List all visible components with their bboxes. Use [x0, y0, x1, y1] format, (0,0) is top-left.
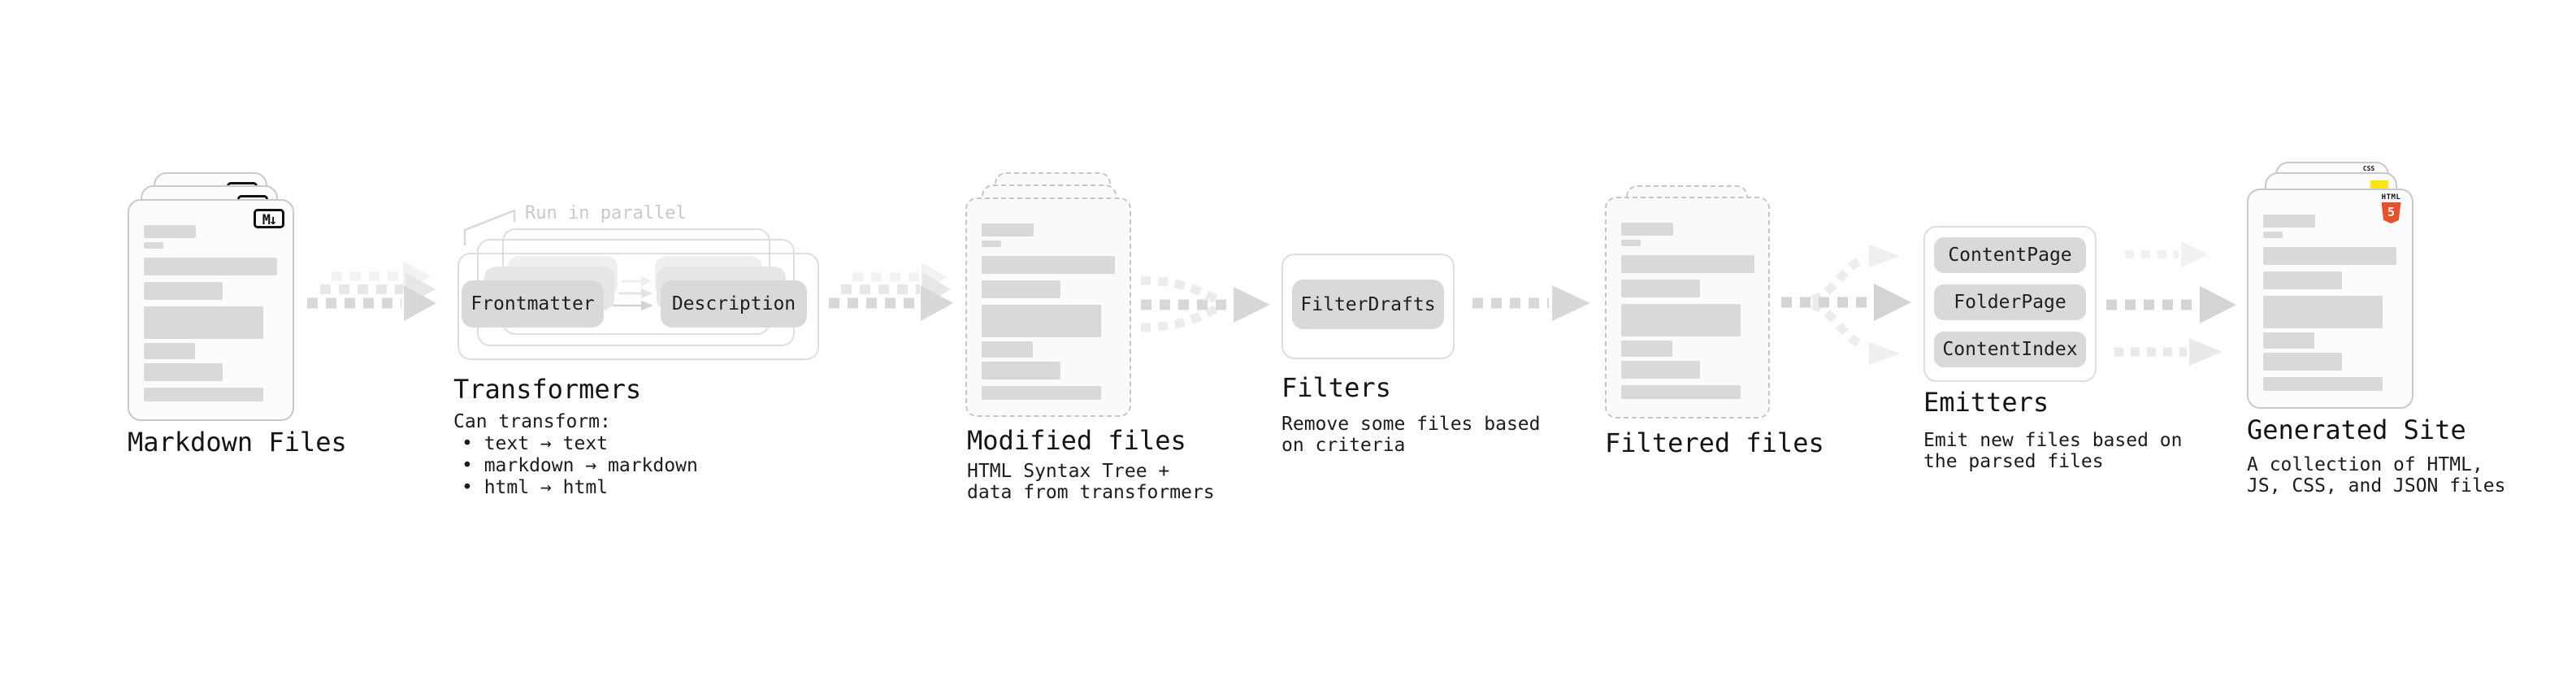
html5-icon: HTML 5 [2380, 193, 2402, 223]
filters-description: Remove some files based on criteria [1281, 414, 1541, 456]
callout-line [453, 193, 527, 254]
html5-shield: 5 [2381, 202, 2401, 223]
stage-label-filters: Filters [1281, 372, 1391, 403]
run-in-parallel-note: Run in parallel [525, 203, 687, 223]
stage-label-transformers: Transformers [453, 374, 642, 405]
bullet-item: • markdown → markdown [462, 455, 698, 476]
arrow-markdown-to-transformers [301, 260, 463, 345]
stage-label-emitters: Emitters [1923, 387, 2049, 418]
arrow-filtered-to-emitters [1776, 240, 1915, 373]
dashed-arrow-icon [307, 261, 436, 321]
stage-label-filtered-files: Filtered files [1605, 427, 1824, 458]
folderpage-pill: FolderPage [1934, 284, 2086, 320]
arrow-modified-to-filters [1136, 270, 1282, 350]
transformers-description: Can transform: • text → text • markdown … [453, 411, 698, 499]
stage-label-generated-site: Generated Site [2247, 414, 2466, 445]
bullet-item: • html → html [462, 477, 609, 498]
text-lines [982, 223, 1115, 400]
filterdrafts-pill: FilterDrafts [1292, 280, 1444, 329]
emitters-description: Emit new files based on the parsed files [1923, 430, 2183, 472]
bullet-item: • text → text [462, 433, 609, 454]
parallel-arrows-icon [612, 273, 661, 319]
stage-label-modified-files: Modified files [967, 425, 1186, 456]
markdown-icon: M↓ [254, 209, 284, 228]
can-transform-title: Can transform: [453, 411, 611, 432]
contentindex-pill: ContentIndex [1934, 332, 2086, 367]
file-card-front [1605, 197, 1770, 419]
generated-site-description: A collection of HTML, JS, CSS, and JSON … [2247, 454, 2506, 497]
converging-arrow-icon [1140, 275, 1270, 332]
arrow-transformers-to-modified [825, 260, 967, 345]
description-pill: Description [661, 280, 807, 327]
javascript-icon [2370, 180, 2388, 191]
file-card-front: HTML 5 [2247, 189, 2413, 409]
dashed-arrow-icon [829, 262, 953, 321]
fanout-arrow-icon [1781, 245, 1911, 365]
emitters-box [1923, 226, 2097, 382]
frontmatter-pill: Frontmatter [462, 280, 604, 327]
file-card-front [965, 197, 1131, 417]
dashed-arrow-icon [1472, 285, 1590, 321]
stage-label-markdown-files: Markdown Files [128, 427, 347, 458]
transformer-box-front [458, 253, 819, 360]
text-lines [2263, 215, 2396, 391]
text-lines [1621, 223, 1754, 399]
text-lines [144, 225, 277, 401]
modified-files-description: HTML Syntax Tree + data from transformer… [967, 461, 1215, 503]
filters-box [1281, 254, 1455, 359]
css-icon-label: CSS [2362, 165, 2375, 172]
arrow-emitters-to-generated [2103, 236, 2245, 377]
contentpage-pill: ContentPage [1934, 237, 2086, 273]
html5-number: 5 [2387, 205, 2396, 219]
arrow-filters-to-filtered [1468, 268, 1598, 345]
html5-icon-label: HTML [2381, 193, 2401, 202]
file-card-front: M↓ [128, 199, 294, 421]
triple-arrow-icon [2106, 241, 2236, 366]
